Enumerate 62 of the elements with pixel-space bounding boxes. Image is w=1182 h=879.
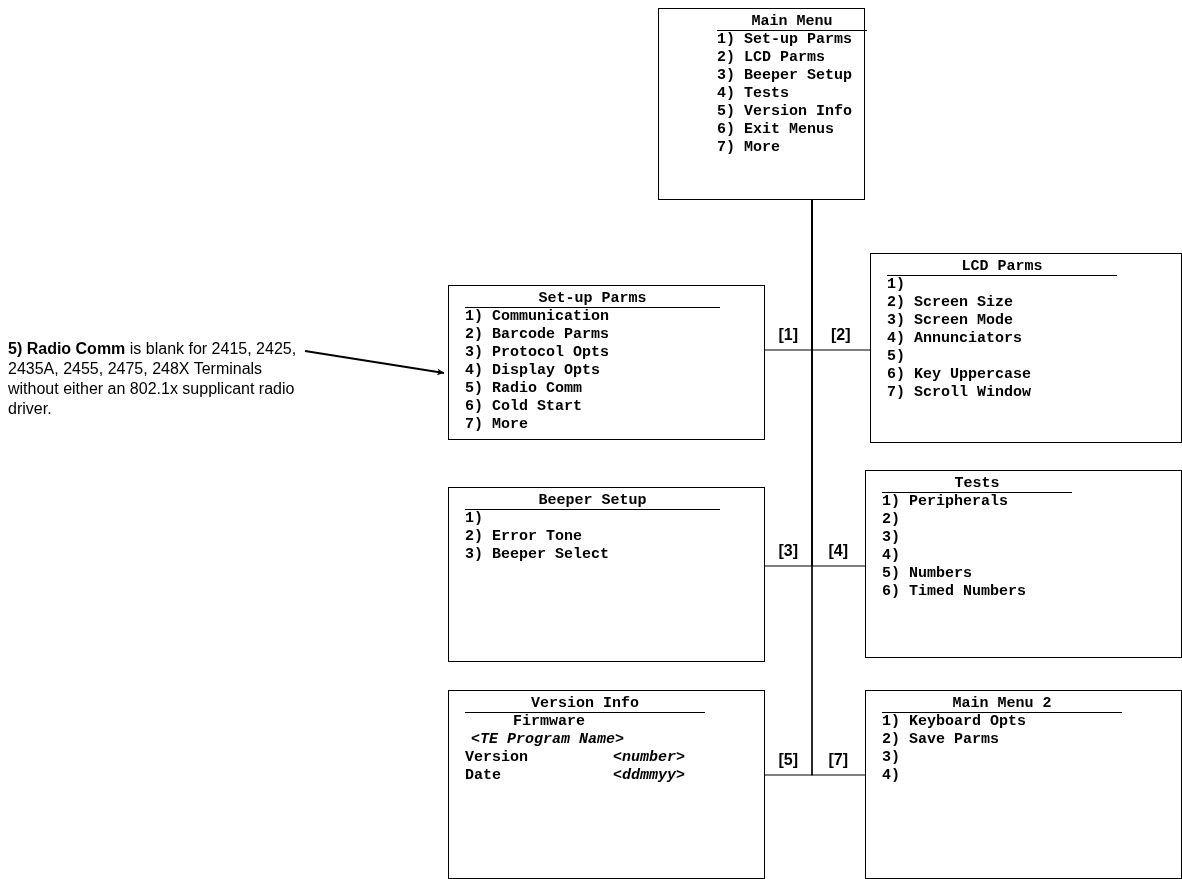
menu-item: 4) Display Opts [465, 362, 601, 380]
menu-item: 4) [882, 547, 900, 565]
menu-title: Tests [882, 476, 1072, 493]
menu-item: <TE Program Name> [471, 731, 625, 749]
menu-item: <number> [613, 749, 686, 767]
menu-item: 1) [887, 276, 905, 294]
edge-label: [3] [777, 542, 800, 560]
menu-item: 1) Peripherals [882, 493, 1009, 511]
menu-screen-box [448, 487, 765, 662]
menu-item: 3) Protocol Opts [465, 344, 610, 362]
menu-item: 5) Version Info [717, 103, 853, 121]
menu-item: 2) Save Parms [882, 731, 1000, 749]
menu-title: Main Menu 2 [882, 696, 1122, 713]
menu-item: 3) Screen Mode [887, 312, 1014, 330]
menu-screen-box [865, 470, 1182, 658]
menu-item: 2) Error Tone [465, 528, 583, 546]
menu-item: 3) [882, 749, 900, 767]
menu-item: 2) LCD Parms [717, 49, 826, 67]
menu-item: 2) Barcode Parms [465, 326, 610, 344]
menu-item: 7) Scroll Window [887, 384, 1032, 402]
menu-title: Version Info [465, 696, 705, 713]
edge-label: [4] [827, 542, 850, 560]
menu-item: 5) Numbers [882, 565, 972, 583]
menu-item: 4) Annunciators [887, 330, 1023, 348]
annotation-text: 5) Radio Comm is blank for 2415, 2425, 2435A, 2455, 2475, 248X Terminals without either an 802.1x supplicant radio driver. [8, 339, 308, 419]
menu-title: LCD Parms [887, 259, 1117, 276]
edge-label: [7] [827, 751, 850, 769]
menu-item: 5) [887, 348, 905, 366]
menu-item: 6) Cold Start [465, 398, 583, 416]
menu-item: 2) Screen Size [887, 294, 1014, 312]
menu-title: Beeper Setup [465, 493, 720, 510]
arrow [304, 350, 445, 376]
edge-label: [2] [830, 326, 852, 344]
menu-title: Main Menu [717, 14, 867, 31]
menu-item: 6) Exit Menus [717, 121, 835, 139]
edge-label: [1] [777, 326, 800, 344]
menu-screen-box [865, 690, 1182, 879]
menu-item: 6) Timed Numbers [882, 583, 1027, 601]
menu-item: Date [465, 767, 501, 785]
menu-item: Version [465, 749, 528, 767]
menu-item: 3) [882, 529, 900, 547]
menu-item: 1) Communication [465, 308, 610, 326]
menu-item: 1) Keyboard Opts [882, 713, 1027, 731]
menu-item: 7) More [465, 416, 528, 434]
menu-screen-box [658, 8, 865, 200]
menu-item: 4) [882, 767, 900, 785]
menu-item: 5) Radio Comm [465, 380, 583, 398]
menu-item: <ddmmyy> [613, 767, 686, 785]
menu-item: 4) Tests [717, 85, 789, 103]
menu-title: Set-up Parms [465, 291, 720, 308]
menu-screen-box [448, 285, 765, 440]
menu-item: 3) Beeper Select [465, 546, 610, 564]
menu-item: Firmware [513, 713, 585, 731]
edge-label: [5] [777, 751, 800, 769]
menu-item: 6) Key Uppercase [887, 366, 1032, 384]
menu-item: 2) [882, 511, 900, 529]
menu-screen-box [870, 253, 1182, 443]
menu-item: 1) [465, 510, 483, 528]
menu-item: 7) More [717, 139, 780, 157]
menu-item: 1) Set-up Parms [717, 31, 853, 49]
menu-item: 3) Beeper Setup [717, 67, 853, 85]
menu-screen-box [448, 690, 765, 879]
